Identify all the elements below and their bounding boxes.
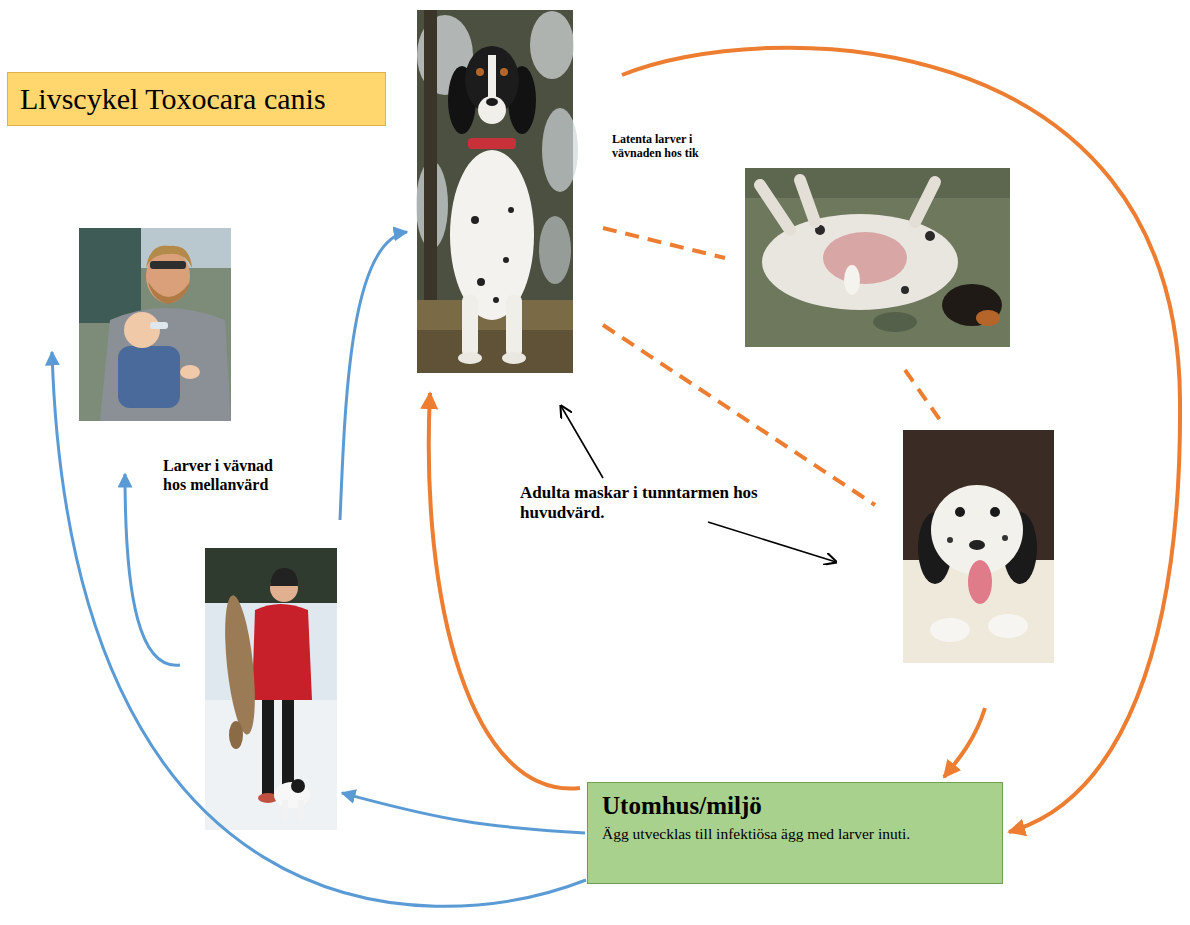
box-body: Ägg utvecklas till infektiösa ägg med la… — [602, 825, 974, 844]
setter-photo — [486, 98, 498, 106]
setter-photo — [500, 68, 508, 76]
nursing-dog-photo — [800, 180, 815, 222]
hare-photo — [205, 548, 337, 830]
setter-photo — [503, 257, 509, 263]
setter-photo — [502, 352, 526, 364]
nursing-dog-photo — [844, 265, 860, 295]
main-host-arrow — [622, 48, 1180, 832]
lifecycle-arrow — [342, 793, 585, 833]
main-host-arrow — [429, 393, 580, 789]
resting-dog-photo — [903, 430, 1054, 663]
human-photo — [148, 282, 190, 304]
photo-caption: Larver i vävnad hos mellanvärd — [163, 456, 295, 494]
hare-photo — [229, 721, 243, 749]
human-photo — [79, 228, 231, 421]
resting-dog-photo — [947, 537, 953, 543]
resting-dog-photo — [969, 540, 985, 550]
setter-photo — [416, 10, 578, 373]
human-photo — [124, 312, 160, 348]
diagram-title: Livscykel Toxocara canis — [20, 82, 326, 116]
nursing-dog-photo — [901, 286, 909, 294]
hare-photo — [262, 695, 274, 795]
hare-photo — [298, 800, 304, 822]
dashed-transmission-line — [603, 228, 725, 258]
hare-photo — [270, 568, 298, 586]
box-heading: Utomhus/miljö — [602, 791, 988, 821]
resting-dog-photo — [955, 507, 965, 517]
host-photo-frame: Larver i vävnad hos mellanvärd — [205, 548, 337, 830]
title-box: Livscykel Toxocara canis — [7, 72, 386, 126]
nursing-dog-photo — [745, 168, 1010, 347]
setter-photo — [493, 297, 499, 303]
setter-photo — [424, 10, 437, 310]
human-photo — [150, 261, 186, 269]
intermediate-host-arrow — [52, 232, 586, 906]
setter-photo — [458, 352, 482, 364]
hare-photo — [291, 779, 305, 793]
nursing-dog-photo — [942, 284, 1002, 326]
setter-photo — [462, 295, 478, 357]
dashed-transmission-line — [603, 228, 940, 505]
hare-photo — [252, 604, 312, 700]
human-photo — [100, 308, 231, 421]
hare-photo — [205, 548, 337, 830]
setter-photo — [539, 216, 571, 284]
nursing-dog-photo — [823, 232, 907, 284]
resting-dog-photo — [990, 507, 1000, 517]
main-host-arrow — [944, 708, 985, 777]
intermediate-host-arrow — [340, 232, 407, 520]
setter-photo — [488, 55, 496, 100]
nursing-dog-photo — [925, 231, 935, 241]
leader-arrow — [561, 406, 603, 478]
human-photo — [150, 322, 168, 329]
nursing-dog-photo — [976, 310, 1000, 326]
nursing-dog-photo — [745, 168, 1010, 198]
photo-caption: Latenta larver i vävnaden hos tik — [612, 132, 706, 161]
resting-dog-photo — [988, 614, 1028, 638]
nursing-dog-photo — [760, 185, 790, 230]
host-label: Adulta maskar i tunntarmen hos huvudvärd… — [520, 483, 765, 524]
dashed-transmission-line — [603, 325, 875, 505]
human-photo — [180, 365, 200, 379]
setter-photo — [508, 207, 514, 213]
hare-photo — [282, 800, 288, 822]
setter-photo — [417, 330, 573, 373]
setter-photo — [506, 295, 522, 357]
main-host-arrow — [429, 48, 1180, 832]
dashed-transmission-line — [905, 370, 940, 420]
setter-photo — [471, 216, 479, 224]
resting-dog-photo — [968, 560, 992, 604]
intermediate-host-arrow — [125, 474, 180, 665]
hare-photo — [220, 594, 260, 736]
nursing-dog-photo — [873, 312, 917, 332]
environment-box: Utomhus/miljöÄgg utvecklas till infektiö… — [587, 782, 1003, 884]
setter-photo — [417, 10, 573, 373]
setter-photo — [477, 278, 485, 286]
setter-photo — [530, 11, 574, 79]
human-photo — [79, 228, 231, 421]
human-photo — [79, 228, 141, 323]
nursing-dog-photo — [915, 182, 935, 222]
setter-photo — [465, 46, 519, 114]
nursing-dog-photo — [745, 168, 1010, 347]
resting-dog-photo — [903, 430, 1054, 663]
human-photo — [146, 245, 192, 268]
setter-photo — [468, 138, 516, 149]
hare-photo — [205, 548, 337, 603]
setter-photo — [450, 150, 534, 320]
resting-dog-photo — [930, 618, 970, 642]
human-photo — [118, 346, 180, 408]
leader-arrow — [708, 522, 836, 562]
hare-photo — [282, 695, 294, 795]
setter-photo — [478, 96, 506, 124]
resting-dog-photo — [1002, 535, 1008, 541]
intermediate-host-arrow — [52, 352, 586, 906]
setter-photo — [542, 108, 578, 192]
host-photo-frame: Latenta larver i vävnaden hos tik — [745, 168, 1010, 347]
setter-photo — [476, 68, 484, 76]
